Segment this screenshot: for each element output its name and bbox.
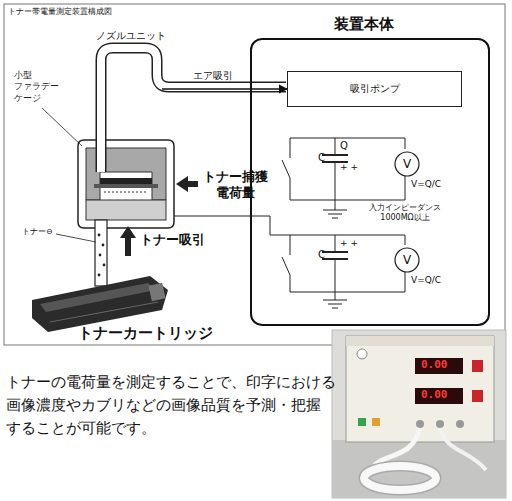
photo-background <box>332 330 506 498</box>
ground-symbol <box>323 210 347 211</box>
cage-ring <box>364 466 436 490</box>
device-button <box>472 360 483 372</box>
cartridge-edge <box>50 302 158 322</box>
toner-dot <box>103 264 106 267</box>
formula-label: V=Q/C <box>411 179 441 190</box>
display-panel <box>415 358 463 374</box>
voltmeter-circle: V <box>394 151 420 177</box>
inlet-tube <box>95 220 107 286</box>
toner-dot <box>98 234 101 237</box>
faraday-cage <box>78 140 174 228</box>
display-reading: 0.00 <box>421 358 448 372</box>
device-case <box>346 336 494 442</box>
part-label: 小型 ファラデー ケージ <box>14 70 64 104</box>
capacitor-plate <box>322 154 348 156</box>
cage-base <box>86 200 166 220</box>
display-reading: 0.00 <box>421 388 448 402</box>
device-body-box: 装置本体吸引ポンプVV <box>250 38 490 326</box>
device-button <box>372 418 380 426</box>
toner-dot <box>102 244 105 247</box>
cartridge-roller <box>40 283 156 312</box>
capacitor-plate <box>322 251 348 253</box>
circuit-wire <box>335 138 336 155</box>
node-text: V <box>403 253 411 267</box>
switch-symbol <box>282 257 290 275</box>
capacitor-label: C <box>318 249 325 262</box>
pump-box: 吸引ポンプ <box>287 71 462 107</box>
meter-circle <box>395 248 419 272</box>
filter-mesh <box>104 192 148 193</box>
cage-ring <box>364 466 436 490</box>
ground-symbol <box>323 300 347 301</box>
circuit-wire <box>290 138 405 158</box>
polarity-label: + + <box>340 238 358 249</box>
capacitor-label: C <box>318 152 325 165</box>
node-text: V <box>403 157 411 171</box>
leader-line <box>42 108 82 146</box>
callout-label: トナー捕獲 電荷量 <box>198 169 272 202</box>
air-flow-arrow <box>162 88 287 89</box>
ground-symbol <box>328 214 342 215</box>
polarity-label: + + <box>340 162 358 173</box>
device-cable <box>372 428 420 468</box>
toner-cartridge <box>32 276 168 332</box>
inlet-pipe <box>95 220 107 286</box>
charge-label: Q <box>340 140 348 153</box>
ground-symbol <box>332 308 338 309</box>
meter-circle <box>395 152 419 176</box>
leader-line <box>56 234 96 242</box>
callout-label: トナー吸引 <box>140 232 205 248</box>
filter-holder <box>94 184 158 188</box>
ground-symbol <box>328 304 342 305</box>
circuit-wire <box>335 235 336 252</box>
device-button <box>472 390 483 402</box>
node-text: 装置本体 <box>334 15 394 34</box>
circuit-wire <box>290 271 405 292</box>
ground-symbol <box>332 218 338 219</box>
circuit-wire <box>290 175 405 200</box>
device-logo <box>357 349 367 359</box>
device-button <box>358 418 366 426</box>
photo-table <box>332 440 506 498</box>
toner-dot <box>98 274 101 277</box>
capture-arrow <box>176 176 198 192</box>
device-connector <box>416 420 424 428</box>
voltmeter-circle: V <box>394 247 420 273</box>
device-cable <box>440 428 486 470</box>
circuit-wire <box>290 235 405 255</box>
edge-label: エア吸引 <box>193 70 233 83</box>
cartridge-body <box>32 276 168 332</box>
nozzle-unit: ノズルユニット <box>90 30 162 100</box>
switch-symbol <box>282 160 290 178</box>
display-panel <box>415 388 463 404</box>
circuit-wire <box>335 200 336 210</box>
note-label: 入力インピーダンス 1000MΩ以上 <box>362 203 448 223</box>
cage-outline <box>78 140 174 228</box>
node-text: ノズルユニット <box>96 30 166 43</box>
device-connector <box>456 420 464 428</box>
circuit-wire <box>335 259 336 300</box>
suction-arrow <box>120 226 136 256</box>
filter-disk <box>100 178 152 184</box>
nozzle-tube <box>101 48 286 172</box>
node-text: 吸引ポンプ <box>350 82 400 96</box>
cartridge-end <box>148 283 165 302</box>
lower-circuit <box>282 235 405 308</box>
device-connector <box>436 420 444 428</box>
circuit-wire <box>335 162 336 200</box>
toner-dot <box>99 254 102 257</box>
figure-title: トナー帯電量測定装置構成図 <box>8 7 112 17</box>
device-top <box>346 336 494 346</box>
part-label: トナーカートリッジ <box>78 324 213 343</box>
nozzle-tube-inner <box>101 48 286 172</box>
figure-frame <box>4 4 505 345</box>
formula-label: V=Q/C <box>411 275 441 286</box>
part-label: トナー⊖ <box>22 227 53 237</box>
caption-text: トナーの電荷量を測定することで、印字における 画像濃度やカブリなどの画像品質を予… <box>6 371 346 440</box>
